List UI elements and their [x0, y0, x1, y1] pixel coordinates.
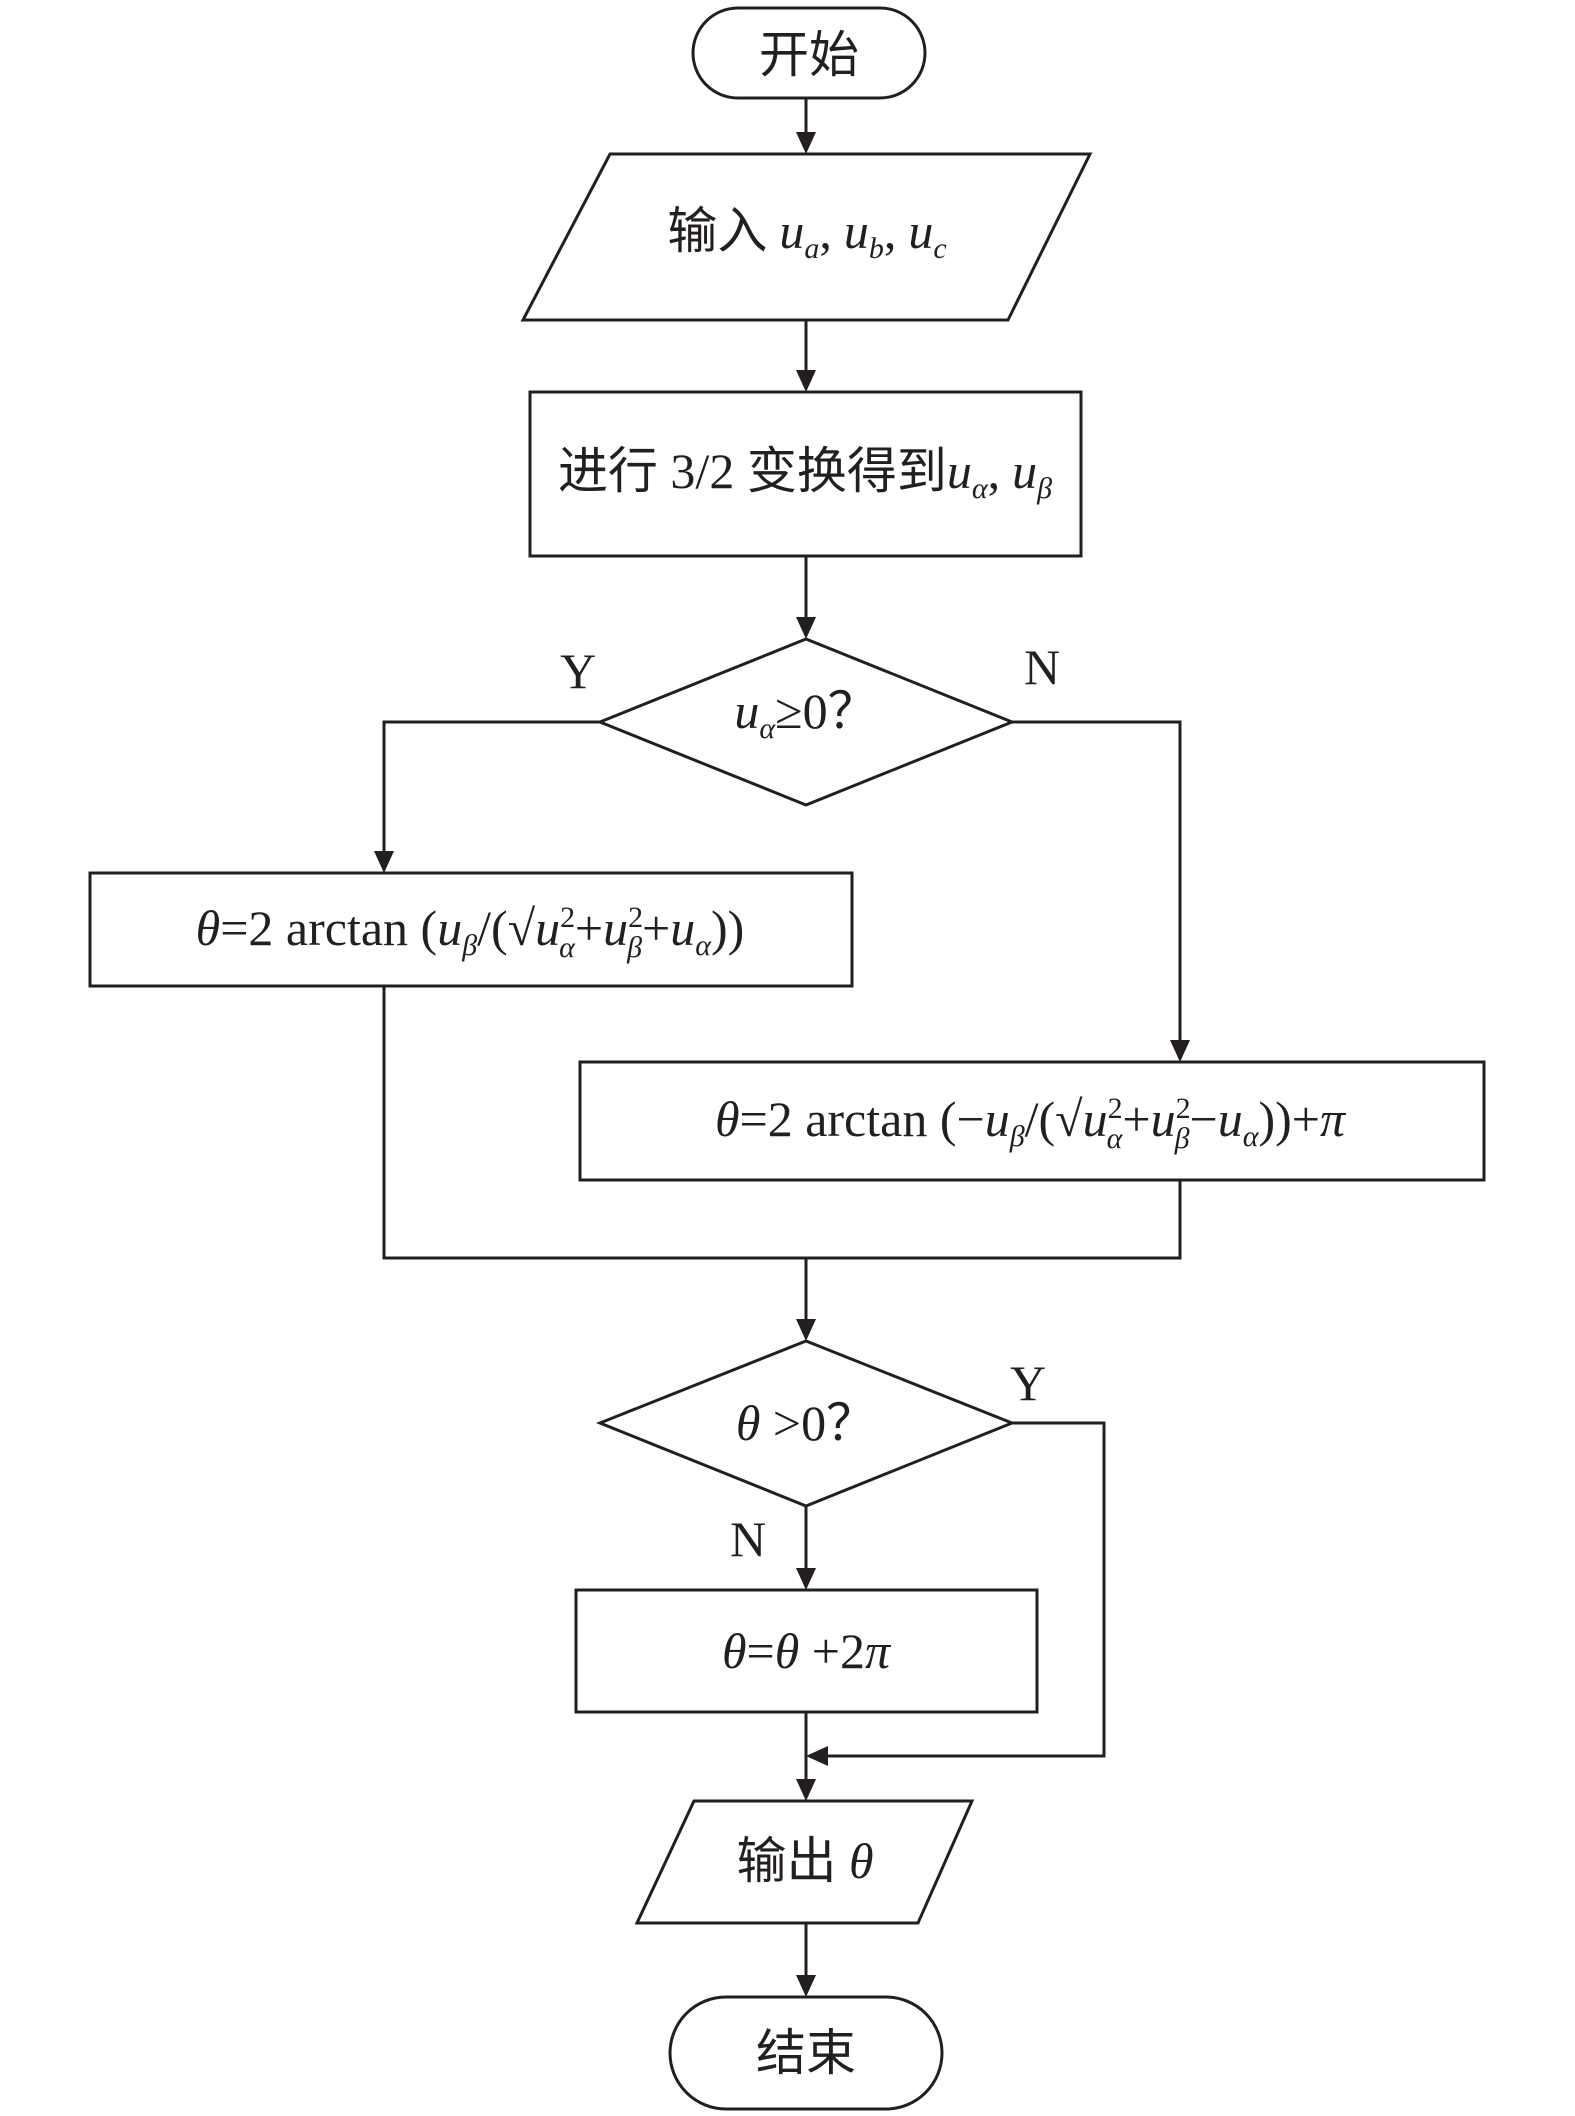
start-label: 开始 [759, 27, 859, 83]
decision-ualpha-label: uα≥0？ [734, 683, 877, 745]
connectors [374, 98, 1190, 1997]
end-label: 结束 [756, 2025, 856, 2081]
branch-yes-label-1: Y [560, 643, 596, 699]
calc-yes-process-box [88, 871, 854, 988]
branch-no-label-2: N [730, 1511, 766, 1567]
calc-no-process-box [578, 1060, 1486, 1182]
input-parallelogram [520, 152, 1093, 322]
branch-yes-label-2: Y [1010, 1355, 1046, 1411]
output-parallelogram [634, 1799, 975, 1925]
output-label: 输出 θ [736, 1833, 873, 1889]
decision-theta-label: θ >0？ [736, 1395, 876, 1451]
branch-no-label-1: N [1024, 639, 1060, 695]
transform-label: 进行 3/2 变换得到uα,uβ [558, 443, 1052, 505]
update-theta-formula: θ=θ +2π [722, 1623, 892, 1679]
start-terminal [691, 6, 927, 100]
